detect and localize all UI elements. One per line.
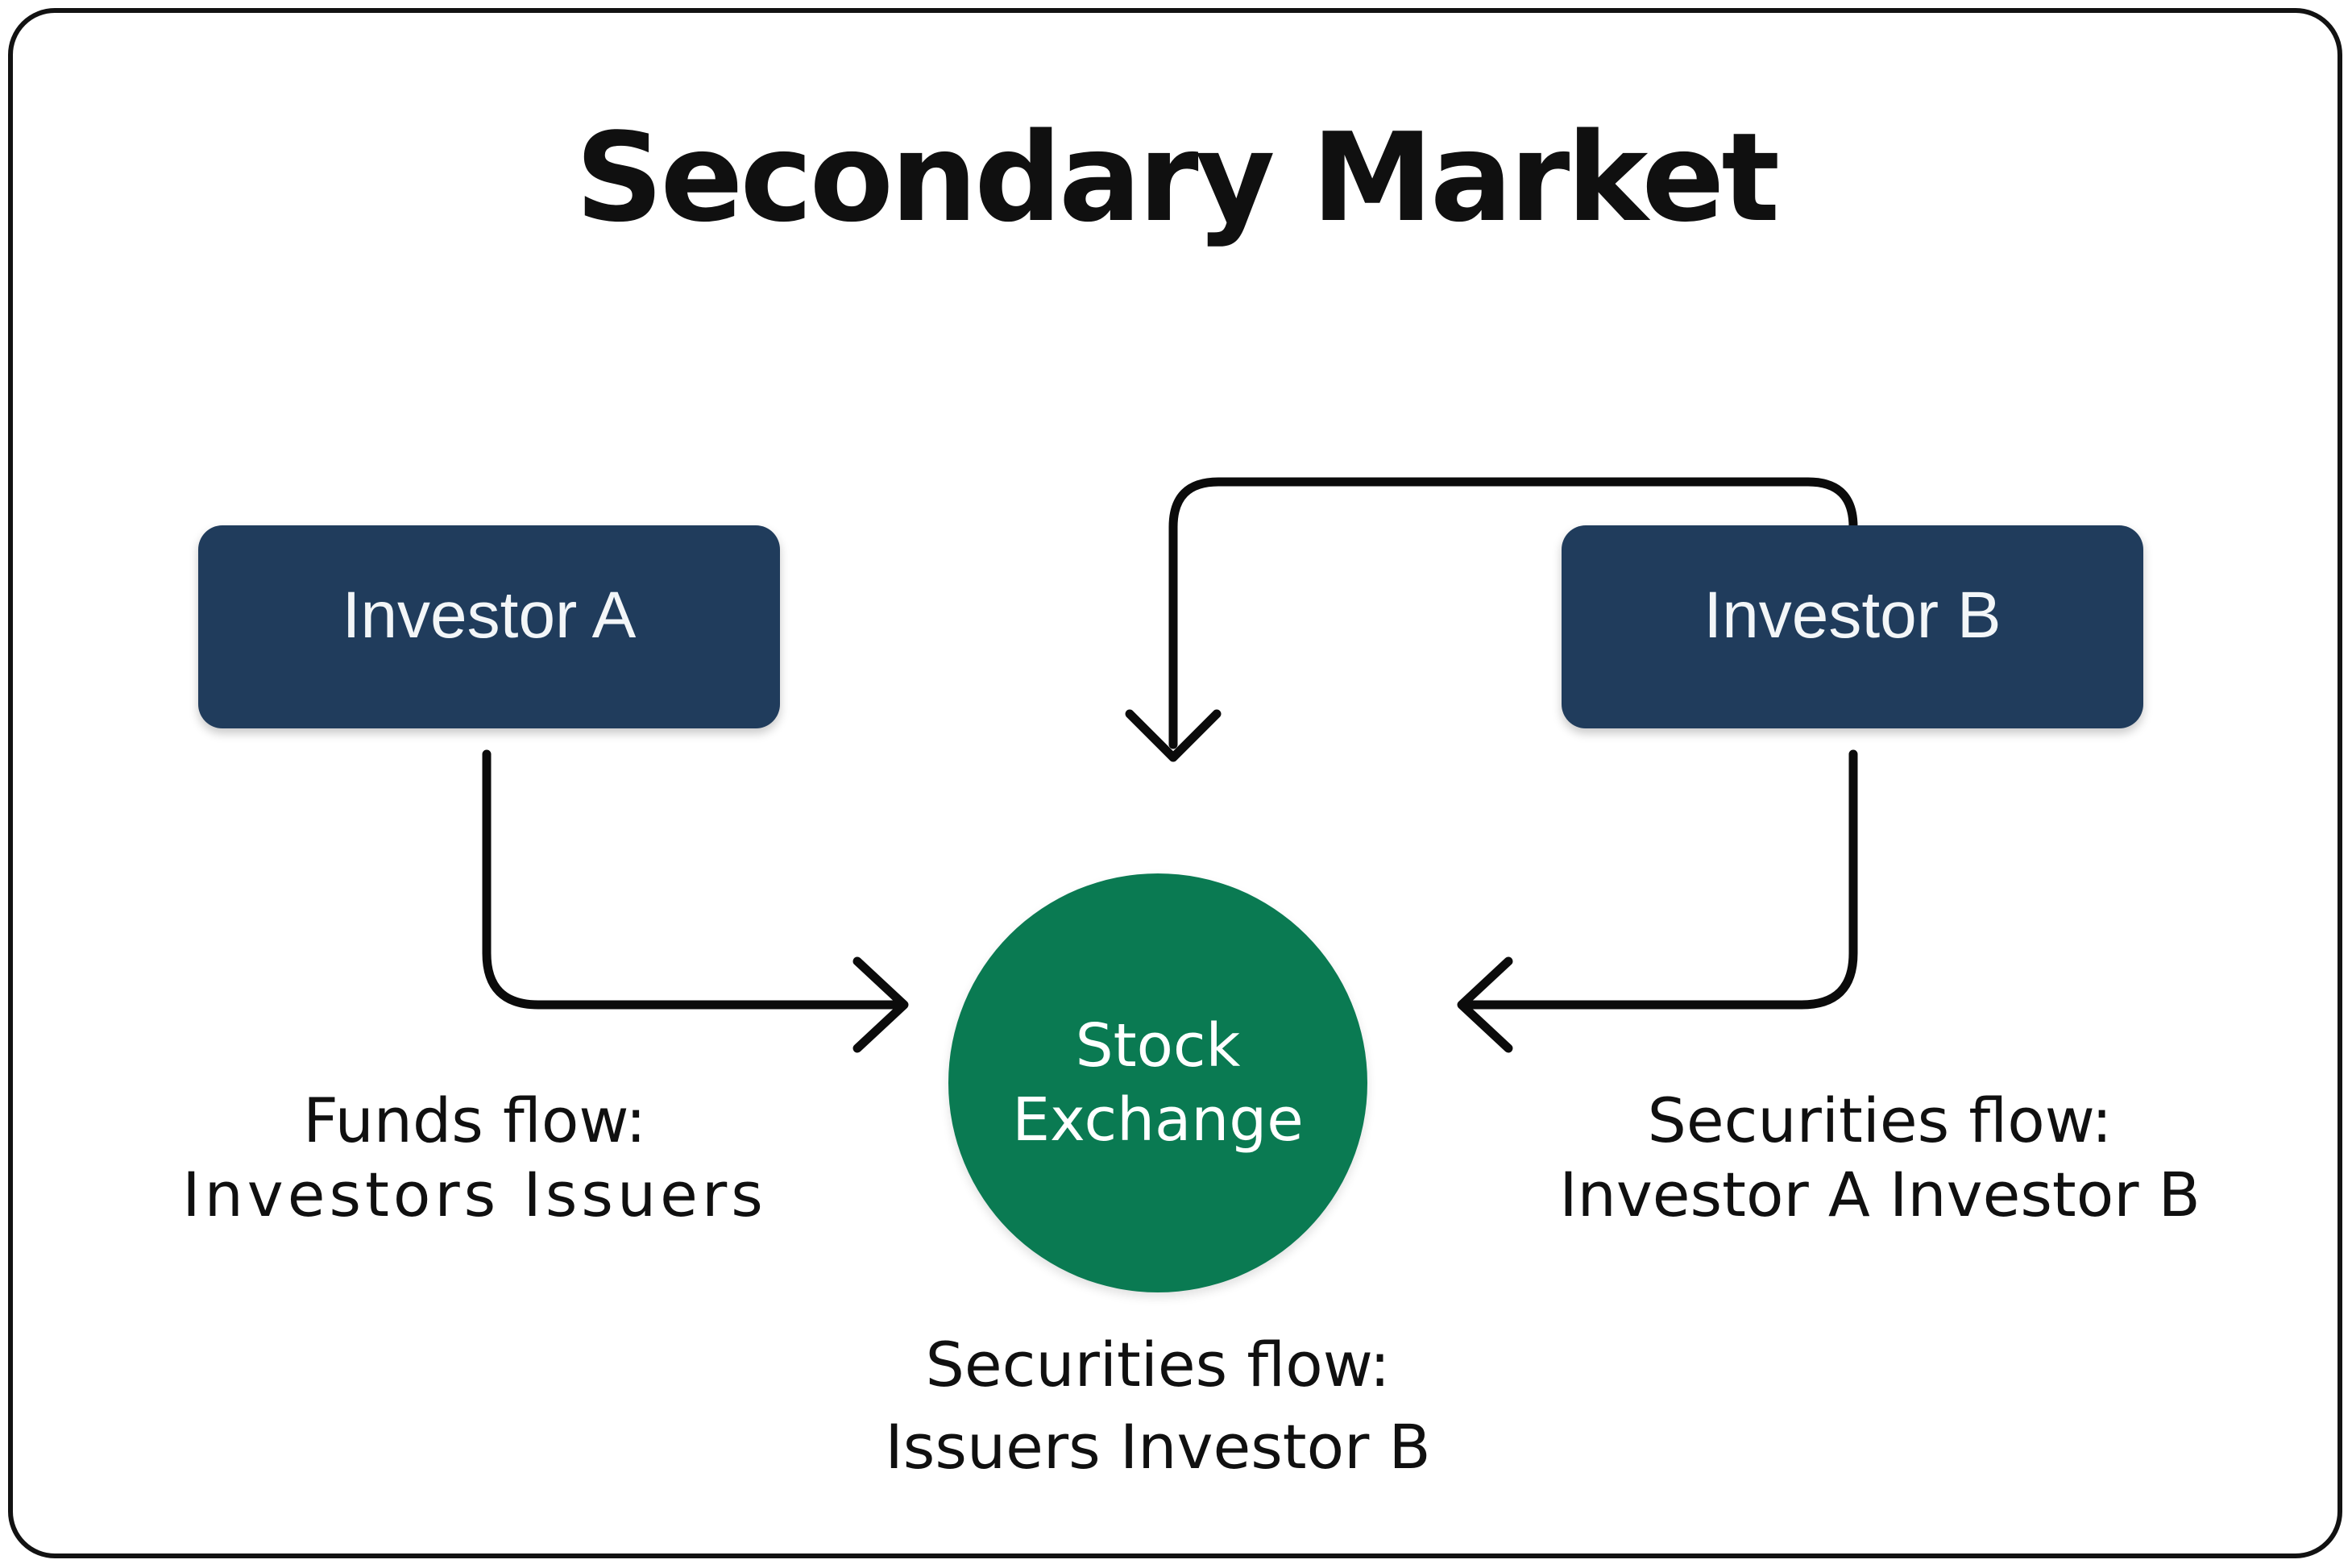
caption-securities-bottom-line1: Securities flow: — [925, 1329, 1391, 1400]
stock-exchange-label-line2: Exchange — [1012, 1085, 1304, 1155]
outer-border — [8, 8, 2342, 1558]
caption-securities-flow-right: Securities flow: Investor A Investor B — [1559, 1084, 2201, 1232]
arrow-issuers-to-exchange — [1125, 477, 1858, 762]
caption-funds-flow: Funds flow: Investors Issuers — [182, 1084, 767, 1232]
node-stock-exchange: Stock Exchange — [948, 873, 1367, 1292]
investor-b-label: Investor B — [1703, 579, 2001, 652]
caption-funds-flow-line2: Investors Issuers — [182, 1159, 767, 1230]
arrow-investor-b-to-exchange — [1457, 749, 1858, 1053]
caption-securities-right-line2: Investor A Investor B — [1559, 1159, 2201, 1230]
node-investor-a: Investor A — [198, 525, 780, 728]
arrow-investor-a-to-exchange — [482, 749, 909, 1053]
page-title: Secondary Market — [575, 106, 1780, 249]
caption-securities-flow-bottom: Securities flow: Issuers Investor B — [885, 1324, 1430, 1488]
caption-securities-bottom-line2: Issuers Investor B — [885, 1411, 1431, 1483]
investor-a-label: Investor A — [342, 579, 637, 652]
caption-securities-right-line1: Securities flow: — [1647, 1085, 2113, 1156]
node-investor-b: Investor B — [1562, 525, 2143, 728]
stock-exchange-label-line1: Stock — [1075, 1011, 1241, 1081]
caption-funds-flow-line1: Funds flow: — [303, 1085, 646, 1156]
